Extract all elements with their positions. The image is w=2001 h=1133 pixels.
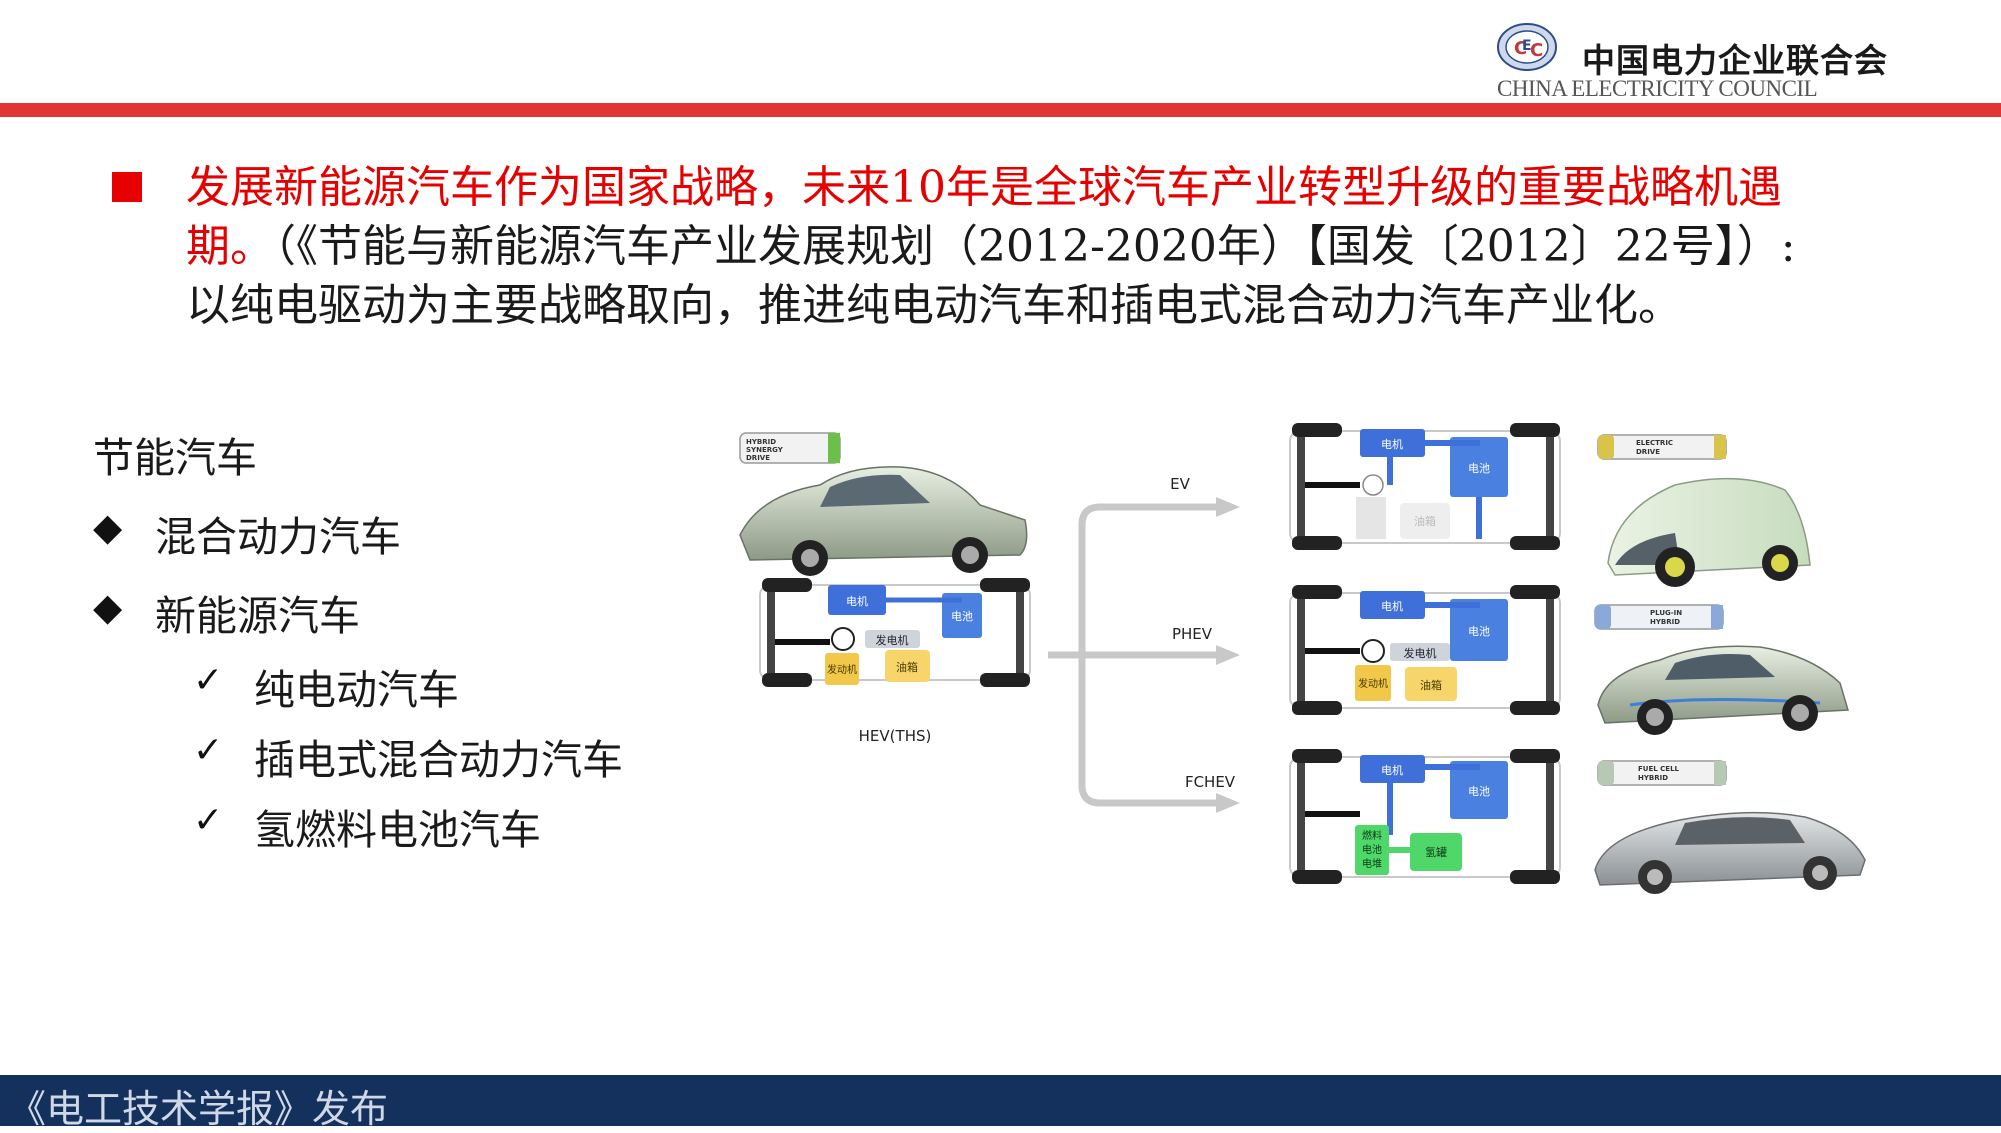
list-item-new-energy: 新能源汽车: [155, 592, 360, 640]
checkmark-icon: ✓: [193, 800, 224, 841]
headline-red-text: 发展新能源汽车作为国家战略，未来10年是全球汽车产业转型升级的重要战略机遇期。: [186, 162, 1782, 272]
footer-bar: [0, 1075, 2001, 1126]
component-label: 发动机: [1358, 677, 1388, 690]
footer-publisher-text: 《电工技术学报》发布: [8, 1087, 389, 1131]
component-label: 燃料: [1362, 829, 1382, 842]
badge-line: SYNERGY: [746, 446, 784, 454]
hev-car-image: [739, 466, 1028, 576]
component-label: 电堆: [1362, 857, 1382, 870]
component-label: 电机: [846, 594, 868, 608]
phev-label: PHEV: [1172, 625, 1213, 643]
badge-line: DRIVE: [1636, 448, 1660, 456]
component-label: 电机: [1381, 599, 1403, 613]
headline-paragraph: 发展新能源汽车作为国家战略，未来10年是全球汽车产业转型升级的重要战略机遇期。（…: [186, 158, 1836, 335]
ev-car-image: [1607, 477, 1811, 587]
headline-bullet: [112, 172, 142, 202]
fchev-drivetrain-schematic: 电机 电池 燃料 电池 电堆 氢罐: [1289, 749, 1561, 884]
vehicle-evolution-diagram: HYBRID SYNERGY DRIVE 电机 电池 发电机 发动机 油箱 HE…: [739, 423, 1866, 894]
badge-line: DRIVE: [746, 454, 770, 462]
electric-drive-badge: ELECTRIC DRIVE: [1597, 434, 1727, 460]
org-name-cn: 中国电力企业联合会: [1582, 41, 1888, 80]
fchev-label: FCHEV: [1185, 773, 1236, 791]
svg-text:C: C: [1530, 40, 1543, 61]
ev-label: EV: [1170, 475, 1190, 493]
badge-line: HYBRID: [1650, 618, 1680, 626]
component-label: 电池: [951, 610, 973, 623]
headline-black-text: （《节能与新能源汽车产业发展规划（2012-2020年）【国发〔2012〕22号…: [186, 221, 1796, 331]
component-label: 电池: [1362, 843, 1382, 856]
checkmark-icon: ✓: [193, 730, 224, 771]
component-label: 电池: [1468, 625, 1490, 638]
component-label: 发电机: [876, 633, 909, 647]
branch-arrows: [1048, 503, 1220, 807]
component-label: 电机: [1381, 437, 1403, 451]
arrow-heads: [1216, 497, 1240, 813]
fuel-cell-hybrid-badge: FUEL CELL HYBRID: [1597, 760, 1727, 786]
checkmark-icon: ✓: [193, 660, 224, 701]
plugin-hybrid-badge: PLUG-IN HYBRID: [1594, 604, 1724, 630]
phev-car-image: [1597, 645, 1849, 735]
hev-drivetrain-schematic: 电机 电池 发电机 发动机 油箱: [759, 578, 1031, 687]
sub-item-ev: 纯电动汽车: [254, 666, 459, 714]
org-name-en: CHINA ELECTRICITY COUNCIL: [1497, 76, 1818, 101]
component-label: 发电机: [1404, 646, 1437, 660]
fchev-car-image: [1594, 811, 1866, 894]
component-label: 油箱: [1414, 514, 1436, 528]
component-label: 电机: [1381, 763, 1403, 777]
component-label: 电池: [1468, 462, 1490, 475]
badge-line: PLUG-IN: [1650, 609, 1682, 617]
svg-text:E: E: [1522, 38, 1532, 54]
ev-drivetrain-schematic: 电机 电池 油箱: [1289, 423, 1561, 550]
badge-line: HYBRID: [746, 438, 776, 446]
phev-drivetrain-schematic: 电机 电池 发电机 发动机 油箱: [1289, 585, 1561, 715]
component-label: 油箱: [896, 660, 918, 674]
component-label: 油箱: [1420, 678, 1442, 692]
svg-text:C: C: [1514, 38, 1527, 59]
sub-item-fchev: 氢燃料电池汽车: [254, 806, 541, 854]
diamond-bullet-icon: ◆: [93, 505, 123, 549]
cec-logo-emblem: C E C: [1497, 23, 1557, 71]
badge-line: HYBRID: [1638, 774, 1668, 782]
component-label: 氢罐: [1425, 845, 1447, 859]
sub-item-phev: 插电式混合动力汽车: [254, 736, 623, 784]
component-label: 电池: [1468, 785, 1490, 798]
badge-line: ELECTRIC: [1636, 439, 1673, 447]
badge-line: FUEL CELL: [1638, 765, 1680, 773]
diamond-bullet-icon: ◆: [93, 585, 123, 629]
list-item-hybrid: 混合动力汽车: [155, 513, 401, 561]
hybrid-synergy-badge: HYBRID SYNERGY DRIVE: [739, 432, 841, 464]
component-label: 发动机: [827, 663, 857, 676]
hev-label: HEV(THS): [859, 727, 932, 745]
category-heading: 节能汽车: [93, 434, 257, 482]
header-divider: [0, 103, 2001, 117]
